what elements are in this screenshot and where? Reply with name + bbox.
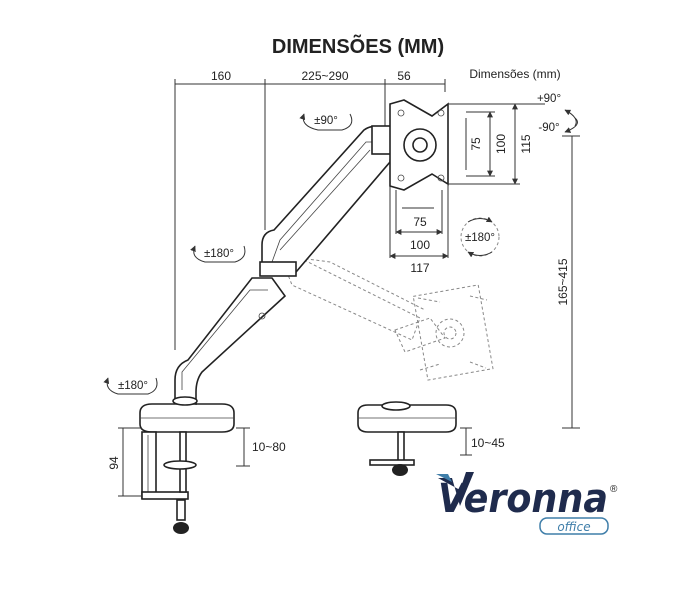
rotation-top-label: ±90°	[314, 115, 338, 127]
rotation-base-label: ±180°	[118, 380, 148, 392]
dim-desk-10-80: 10~80	[252, 440, 286, 454]
brand-name: Veronna	[438, 476, 608, 522]
dim-clamp-94: 94	[107, 456, 121, 470]
dim-height-range: 165~415	[556, 258, 570, 305]
logo-v-mark	[438, 472, 474, 506]
dim-desk-10-45: 10~45	[471, 436, 505, 450]
dim-top-225-290: 225~290	[301, 69, 348, 83]
rotation-swivel-label: ±180°	[465, 232, 495, 244]
dim-vesa-75-horizontal: 75	[413, 215, 427, 229]
rotation-mid-label: ±180°	[204, 248, 234, 260]
rotation-indicator-top: ±90°	[299, 113, 353, 131]
vesa-height-dimensions	[448, 103, 520, 185]
units-legend: Dimensões (mm)	[469, 67, 560, 81]
vesa-width-dimensions	[389, 184, 449, 259]
registered-mark: ®	[610, 484, 618, 495]
rotation-indicator-mid: ±180°	[190, 245, 246, 263]
arm-lower-segment	[172, 277, 287, 406]
tilt-indicator	[448, 103, 578, 133]
top-dimension-lines	[174, 79, 446, 350]
dim-vesa-75-vertical: 75	[469, 137, 483, 151]
brand-sub: office	[557, 520, 590, 534]
rotation-indicator-base: ±180°	[103, 377, 158, 395]
right-desk-clamp	[357, 401, 457, 476]
dim-vesa-115-vertical: 115	[519, 134, 533, 153]
clamp-dimensions	[118, 427, 472, 497]
lowered-arm-ghost	[282, 257, 494, 381]
dim-vesa-100-vertical: 100	[494, 134, 508, 154]
dim-vesa-100-horizontal: 100	[410, 238, 430, 252]
diagram-title: DIMENSÕES (MM)	[272, 34, 444, 58]
veronna-logo: Veronna ® office	[436, 472, 618, 535]
dim-top-160: 160	[211, 69, 231, 83]
left-desk-clamp	[139, 403, 235, 534]
tilt-up-label: +90°	[537, 93, 561, 105]
arm-upper-segment	[259, 125, 393, 277]
dim-vesa-117-horizontal: 117	[410, 261, 429, 275]
vesa-mount-plate	[389, 99, 449, 191]
height-range-dimension	[562, 135, 580, 429]
brand-sub-box	[539, 517, 609, 535]
tilt-down-label: -90°	[538, 122, 559, 134]
dim-top-56: 56	[397, 69, 411, 83]
rotation-indicator-swivel: ±180°	[460, 216, 500, 258]
